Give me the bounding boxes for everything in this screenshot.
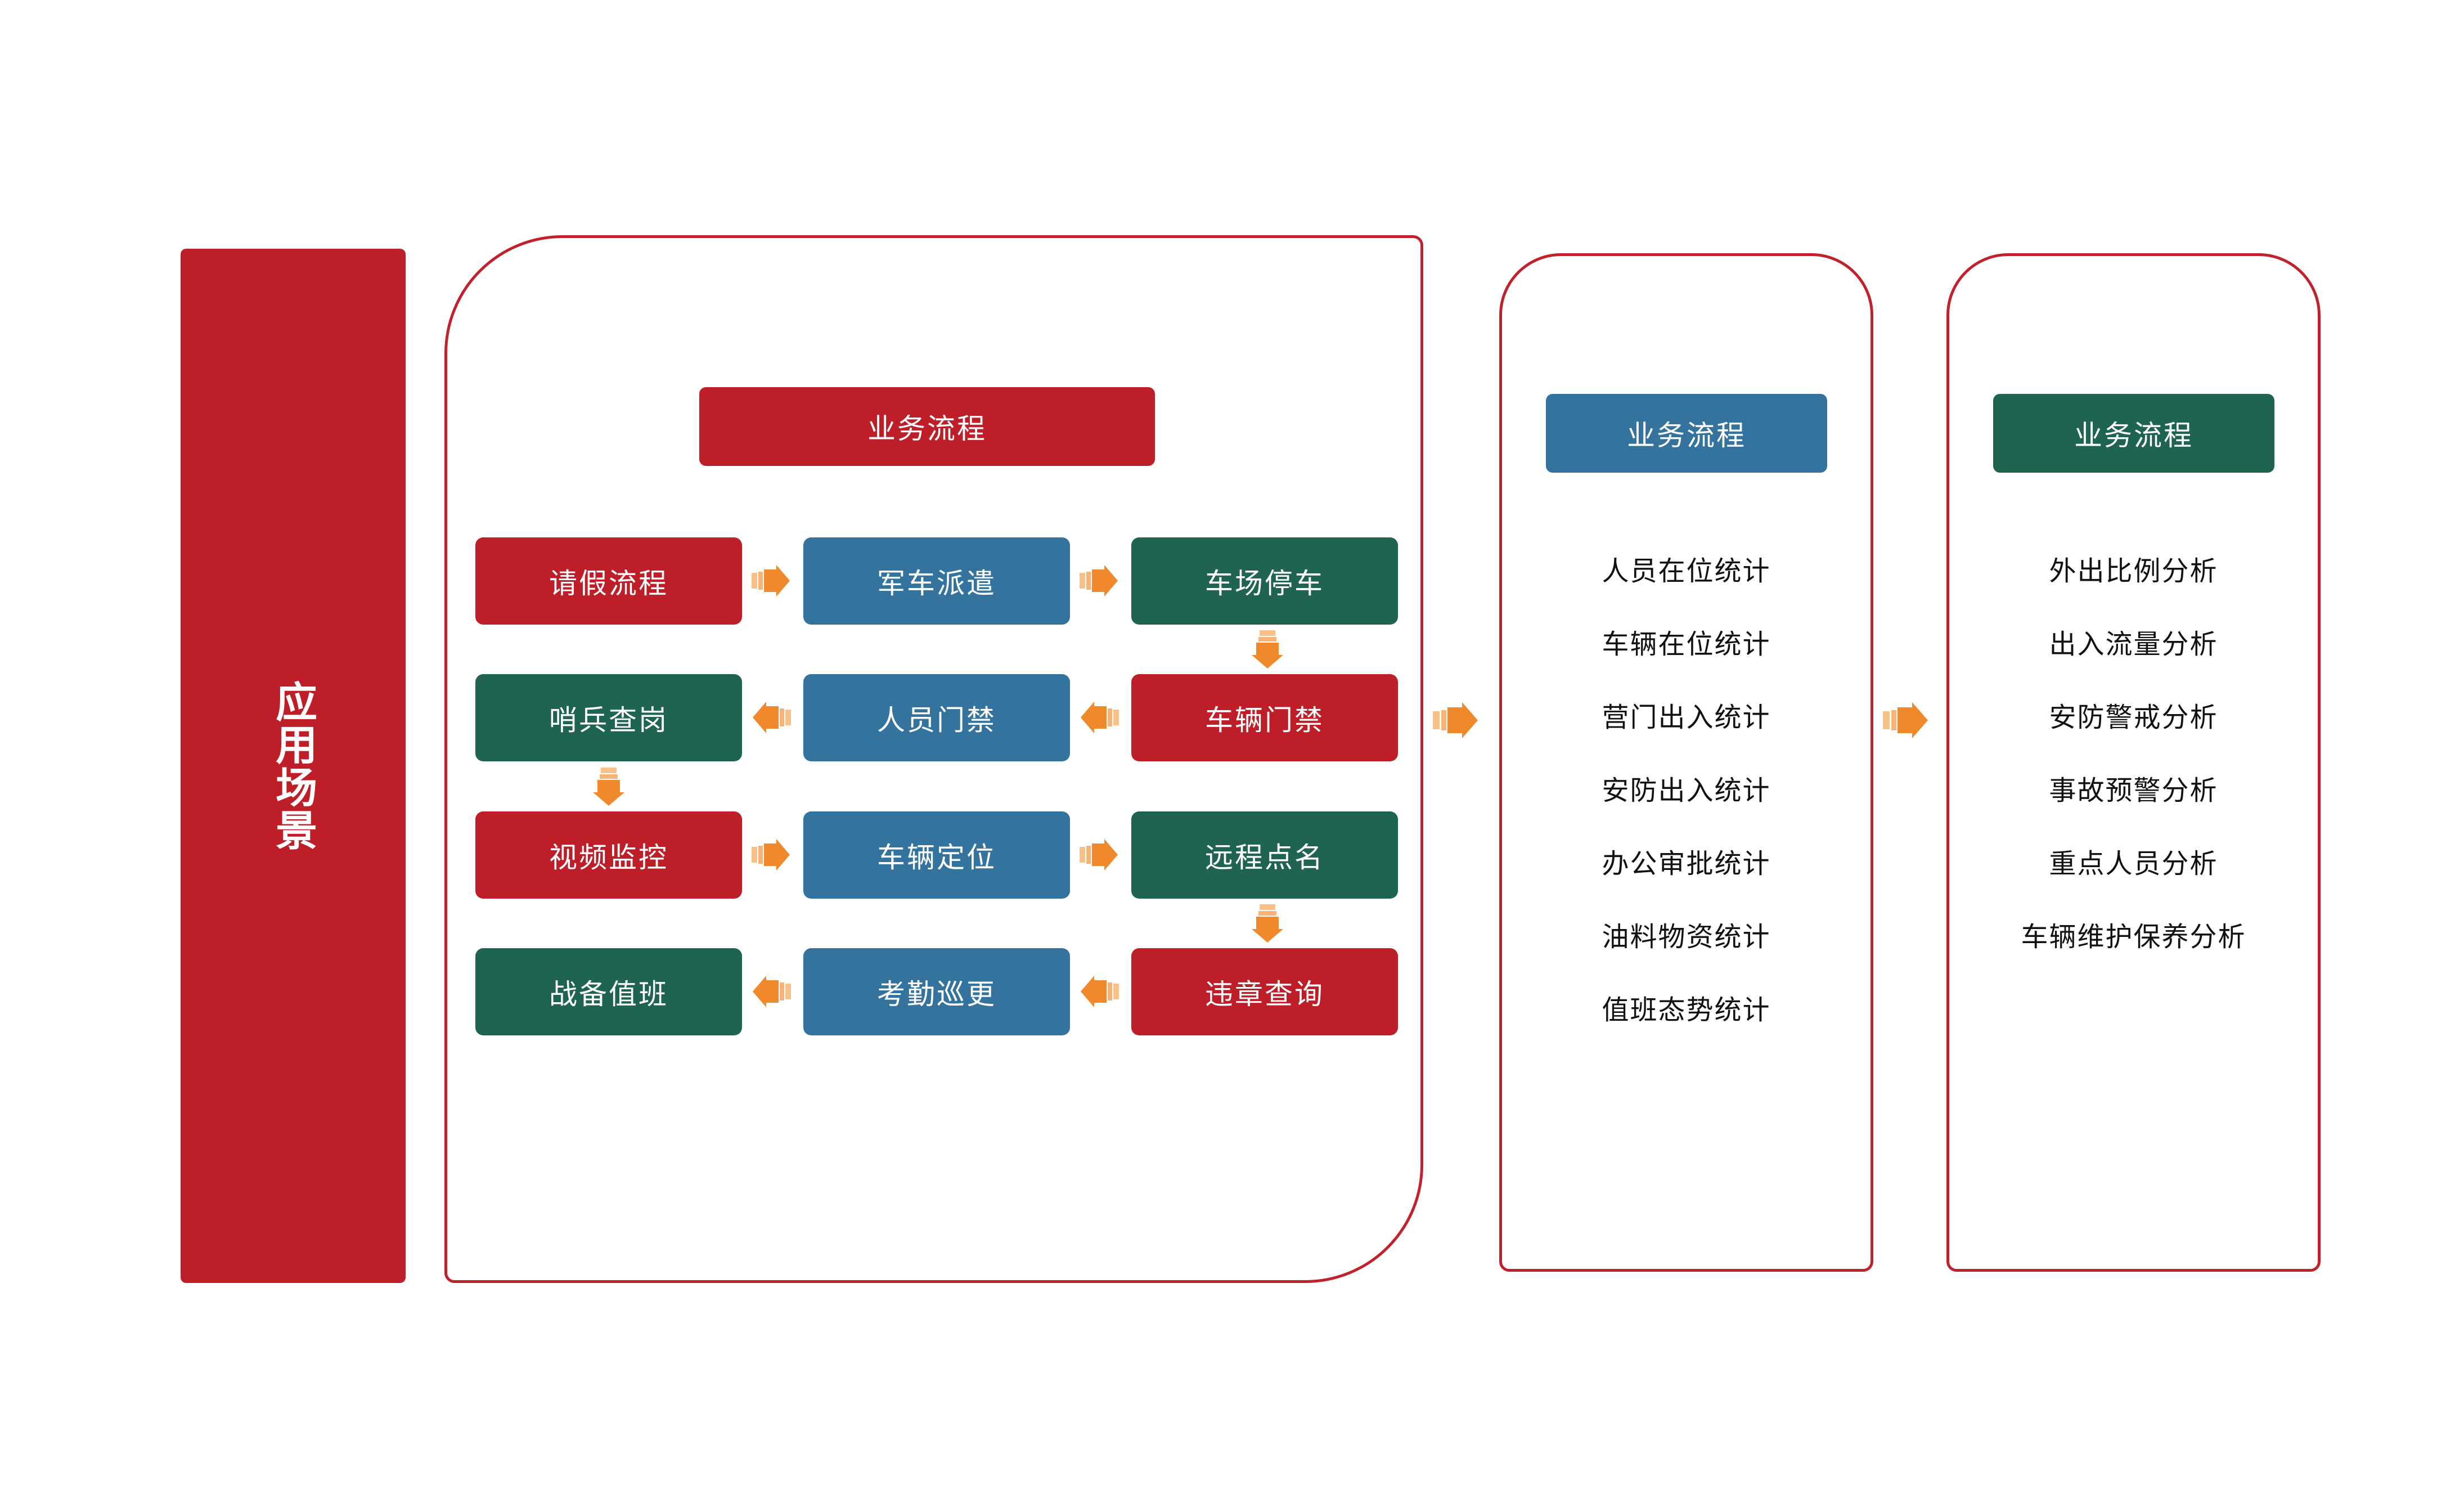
statistics-list: 人员在位统计 车辆在位统计 营门出入统计 安防出入统计 办公审批统计 油料物资统… [1499,532,1873,1044]
list-item-label: 出入流量分析 [2049,630,2218,659]
statistics-panel-header-label: 业务流程 [1627,420,1746,451]
list-item[interactable]: 事故预警分析 [2049,751,2218,824]
list-item[interactable]: 办公审批统计 [1602,824,1770,898]
flow-box-label: 视频监控 [549,841,668,873]
panel-arrow-right-icon [1432,701,1480,740]
list-item[interactable]: 油料物资统计 [1602,898,1770,971]
list-item-label: 人员在位统计 [1602,557,1771,586]
flow-box-military-vehicle-dispatch[interactable]: 军车派遣 [803,537,1070,625]
statistics-panel-header: 业务流程 [1546,394,1827,473]
scenario-banner-label: 应用场景 [269,680,317,851]
arrow-down-icon [1251,903,1284,945]
analysis-list: 外出比例分析 出入流量分析 安防警戒分析 事故预警分析 重点人员分析 车辆维护保… [1946,532,2321,971]
list-item-label: 重点人员分析 [2049,849,2218,879]
flow-box-label: 哨兵查岗 [549,704,668,736]
flow-box-label: 人员门禁 [877,704,996,736]
flow-grid: 请假流程 军车派遣 车场停车 哨兵查岗 [475,537,1398,1035]
list-item-label: 外出比例分析 [2049,557,2218,586]
flow-box-label: 考勤巡更 [877,978,996,1010]
arrow-left-icon [750,975,792,1008]
list-item-label: 值班态势统计 [1602,995,1771,1025]
list-item-label: 办公审批统计 [1602,849,1771,879]
flow-box-personnel-access-control[interactable]: 人员门禁 [803,674,1070,761]
flow-box-label: 远程点名 [1205,841,1324,873]
flow-box-leave-process[interactable]: 请假流程 [475,537,742,625]
panel-arrow-right-icon [1882,701,1930,740]
flow-box-attendance-patrol[interactable]: 考勤巡更 [803,948,1070,1035]
list-item-label: 车辆维护保养分析 [2021,922,2246,952]
analysis-panel-header-label: 业务流程 [2074,420,2193,451]
list-item[interactable]: 营门出入统计 [1602,678,1770,751]
flow-box-vehicle-positioning[interactable]: 车辆定位 [803,811,1070,899]
arrow-right-icon [750,564,792,598]
arrow-left-icon [750,701,792,734]
flow-box-label: 违章查询 [1205,978,1324,1010]
flow-box-sentry-inspection[interactable]: 哨兵查岗 [475,674,742,761]
flow-box-label: 车场停车 [1205,567,1324,599]
flow-box-label: 请假流程 [549,567,668,599]
arrow-right-icon [750,838,792,872]
flow-box-label: 战备值班 [549,978,668,1010]
list-item[interactable]: 安防警戒分析 [2049,678,2218,751]
flow-box-label: 车辆门禁 [1205,704,1324,736]
flow-box-label: 车辆定位 [877,841,996,873]
list-item-label: 安防出入统计 [1602,776,1771,806]
scenario-banner: 应用场景 [181,249,406,1283]
list-item-label: 车辆在位统计 [1602,630,1771,659]
list-item-label: 事故预警分析 [2049,776,2218,806]
list-item[interactable]: 安防出入统计 [1602,751,1770,824]
list-item[interactable]: 重点人员分析 [2049,824,2218,898]
flow-box-remote-roll-call[interactable]: 远程点名 [1131,811,1398,899]
flow-box-vehicle-access-control[interactable]: 车辆门禁 [1131,674,1398,761]
business-flow-header-label: 业务流程 [867,413,987,445]
arrow-left-icon [1078,975,1120,1008]
list-item-label: 油料物资统计 [1602,922,1771,952]
list-item-label: 安防警戒分析 [2049,703,2218,733]
arrow-down-icon [1251,629,1284,671]
list-item[interactable]: 车辆在位统计 [1602,605,1770,678]
analysis-panel-header: 业务流程 [1993,394,2274,473]
arrow-down-icon [592,766,626,808]
business-flow-header: 业务流程 [699,387,1155,466]
list-item[interactable]: 车辆维护保养分析 [2021,898,2246,971]
flow-box-combat-readiness-duty[interactable]: 战备值班 [475,948,742,1035]
flow-box-video-surveillance[interactable]: 视频监控 [475,811,742,899]
flow-box-label: 军车派遣 [877,567,996,599]
list-item[interactable]: 人员在位统计 [1602,532,1770,605]
flow-box-parking-lot[interactable]: 车场停车 [1131,537,1398,625]
arrow-right-icon [1078,838,1120,872]
list-item[interactable]: 外出比例分析 [2049,532,2218,605]
list-item[interactable]: 出入流量分析 [2049,605,2218,678]
arrow-left-icon [1078,701,1120,734]
flow-box-violation-query[interactable]: 违章查询 [1131,948,1398,1035]
list-item[interactable]: 值班态势统计 [1602,971,1770,1044]
arrow-right-icon [1078,564,1120,598]
list-item-label: 营门出入统计 [1602,703,1771,733]
